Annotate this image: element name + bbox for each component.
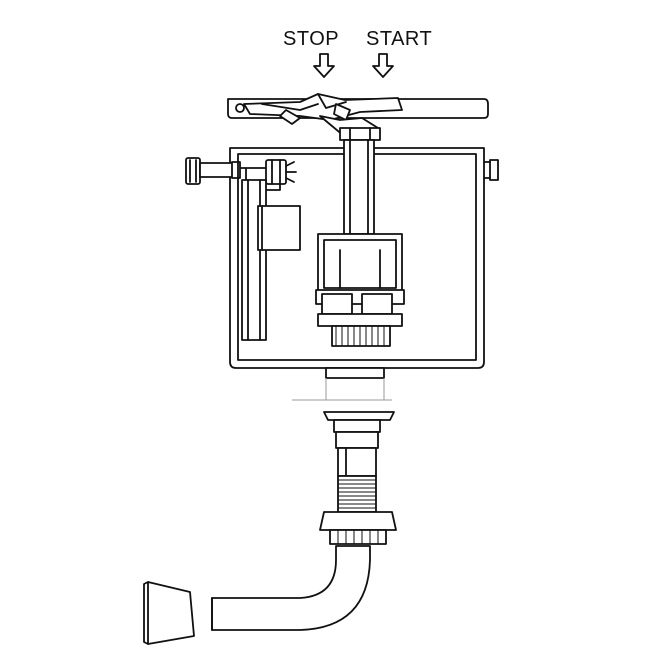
pipe-nut — [319, 511, 397, 545]
start-label[interactable]: START — [366, 28, 432, 50]
flush-bend-pipe — [211, 545, 371, 631]
flush-valve-thread — [331, 325, 391, 347]
tank-outlet — [292, 367, 392, 401]
flush-valve-float — [315, 233, 405, 327]
stop-label[interactable]: STOP — [283, 28, 339, 50]
fill-valve — [240, 159, 301, 341]
pipe-coupling — [333, 419, 381, 477]
start-arrow-icon — [372, 53, 394, 78]
cistern-tank — [229, 147, 485, 369]
pan-connector — [143, 581, 195, 645]
stop-arrow-icon — [313, 53, 335, 78]
seal-washer — [323, 411, 395, 421]
push-button-lever — [243, 93, 403, 141]
fill-valve-inlet — [185, 157, 241, 185]
corrugated-pipe — [337, 475, 377, 513]
flush-valve-stem — [343, 139, 375, 235]
tank-clip-right — [483, 159, 499, 181]
